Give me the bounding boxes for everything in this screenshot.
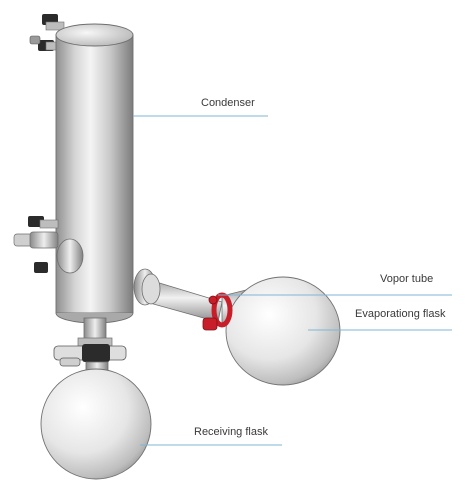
flask-clamp	[53, 344, 127, 367]
receiving-neck	[53, 317, 127, 381]
coolant-fitting-bottom	[13, 216, 84, 274]
evaporating-flask	[221, 276, 341, 386]
coolant-fitting-top	[29, 14, 65, 51]
receiving-flask-label: Receiving flask	[194, 426, 268, 438]
receiving-flask	[40, 368, 152, 480]
leader-lines	[133, 115, 452, 446]
vapor-tube-label: Vopor tube	[380, 273, 434, 285]
evaporating-flask-label: Evaporationg flask	[355, 308, 446, 320]
condenser	[13, 14, 134, 324]
condenser-label: Condenser	[201, 97, 255, 109]
vapor-tube	[133, 268, 223, 323]
